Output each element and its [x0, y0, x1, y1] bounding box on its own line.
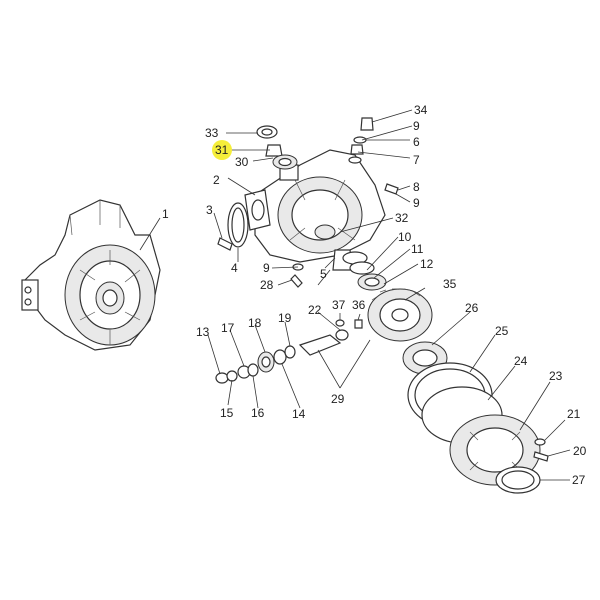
label-10: 10 [398, 230, 412, 244]
part-30-bearing [272, 154, 298, 170]
part-36-pin [354, 319, 363, 329]
label-17: 17 [221, 321, 235, 335]
part-35-crown-gear [367, 288, 433, 342]
label-22: 22 [308, 303, 322, 317]
label-23: 23 [549, 369, 563, 383]
label-34: 34 [414, 103, 428, 117]
label-19: 19 [278, 311, 292, 325]
part-12-bearing [357, 273, 387, 291]
label-12: 12 [420, 257, 434, 271]
label-36: 36 [352, 298, 366, 312]
label-9-top: 9 [413, 119, 420, 133]
part-8-screw [384, 183, 399, 195]
label-18: 18 [248, 316, 262, 330]
part-37-washer [335, 319, 345, 327]
label-30: 30 [235, 155, 249, 169]
part-34-plug [360, 117, 374, 131]
label-6: 6 [413, 135, 420, 149]
part-6-plug [350, 144, 364, 155]
part-16-ring [247, 363, 259, 377]
part-7-washer [348, 156, 362, 164]
label-11: 11 [411, 242, 424, 256]
part-20-screw [533, 451, 549, 462]
label-21: 21 [567, 407, 581, 421]
part-33-washer [256, 125, 278, 139]
label-9-bottom: 9 [263, 261, 270, 275]
label-5: 5 [320, 267, 327, 281]
label-33: 33 [205, 126, 219, 140]
part-14-spacer [273, 349, 287, 365]
part-4-gasket [227, 202, 249, 248]
label-15: 15 [220, 406, 234, 420]
part-31-bushing [265, 144, 283, 157]
label-35: 35 [443, 277, 457, 291]
label-27: 27 [572, 473, 586, 487]
part-18-bearing [257, 351, 275, 373]
label-16: 16 [251, 406, 265, 420]
part-3-stud [217, 237, 233, 251]
label-31-highlighted: 31 [215, 143, 229, 157]
label-2: 2 [213, 173, 220, 187]
part-27-ring [495, 466, 541, 494]
part-2-casing [244, 149, 386, 263]
part-11-ring [349, 261, 375, 275]
label-8: 8 [413, 180, 420, 194]
label-20: 20 [573, 444, 587, 458]
label-14: 14 [292, 407, 306, 421]
label-13: 13 [196, 325, 210, 339]
part-19-shim [284, 345, 296, 359]
highlight-marker [212, 140, 232, 160]
label-3: 3 [206, 203, 213, 217]
label-25: 25 [495, 324, 509, 338]
label-28: 28 [260, 278, 274, 292]
label-9-right: 9 [413, 196, 420, 210]
label-37: 37 [332, 298, 346, 312]
part-13-nut [215, 372, 229, 384]
label-26: 26 [465, 301, 479, 315]
part-22-bearing [335, 329, 349, 341]
leader-lines [139, 109, 571, 481]
label-24: 24 [514, 354, 528, 368]
part-9-washer-top [353, 136, 367, 144]
label-32: 32 [395, 211, 409, 225]
label-4: 4 [231, 261, 238, 275]
part-21-washer [534, 438, 546, 446]
part-15-washer [226, 370, 238, 382]
part-labels: 1 2 3 4 5 6 7 8 9 9 9 10 11 12 13 14 15 … [162, 103, 587, 487]
label-7: 7 [413, 153, 420, 167]
label-29: 29 [331, 392, 345, 406]
part-28-screw [290, 274, 303, 288]
label-1: 1 [162, 207, 169, 221]
part-1-housing [21, 199, 161, 351]
part-29-pinion [298, 334, 342, 356]
